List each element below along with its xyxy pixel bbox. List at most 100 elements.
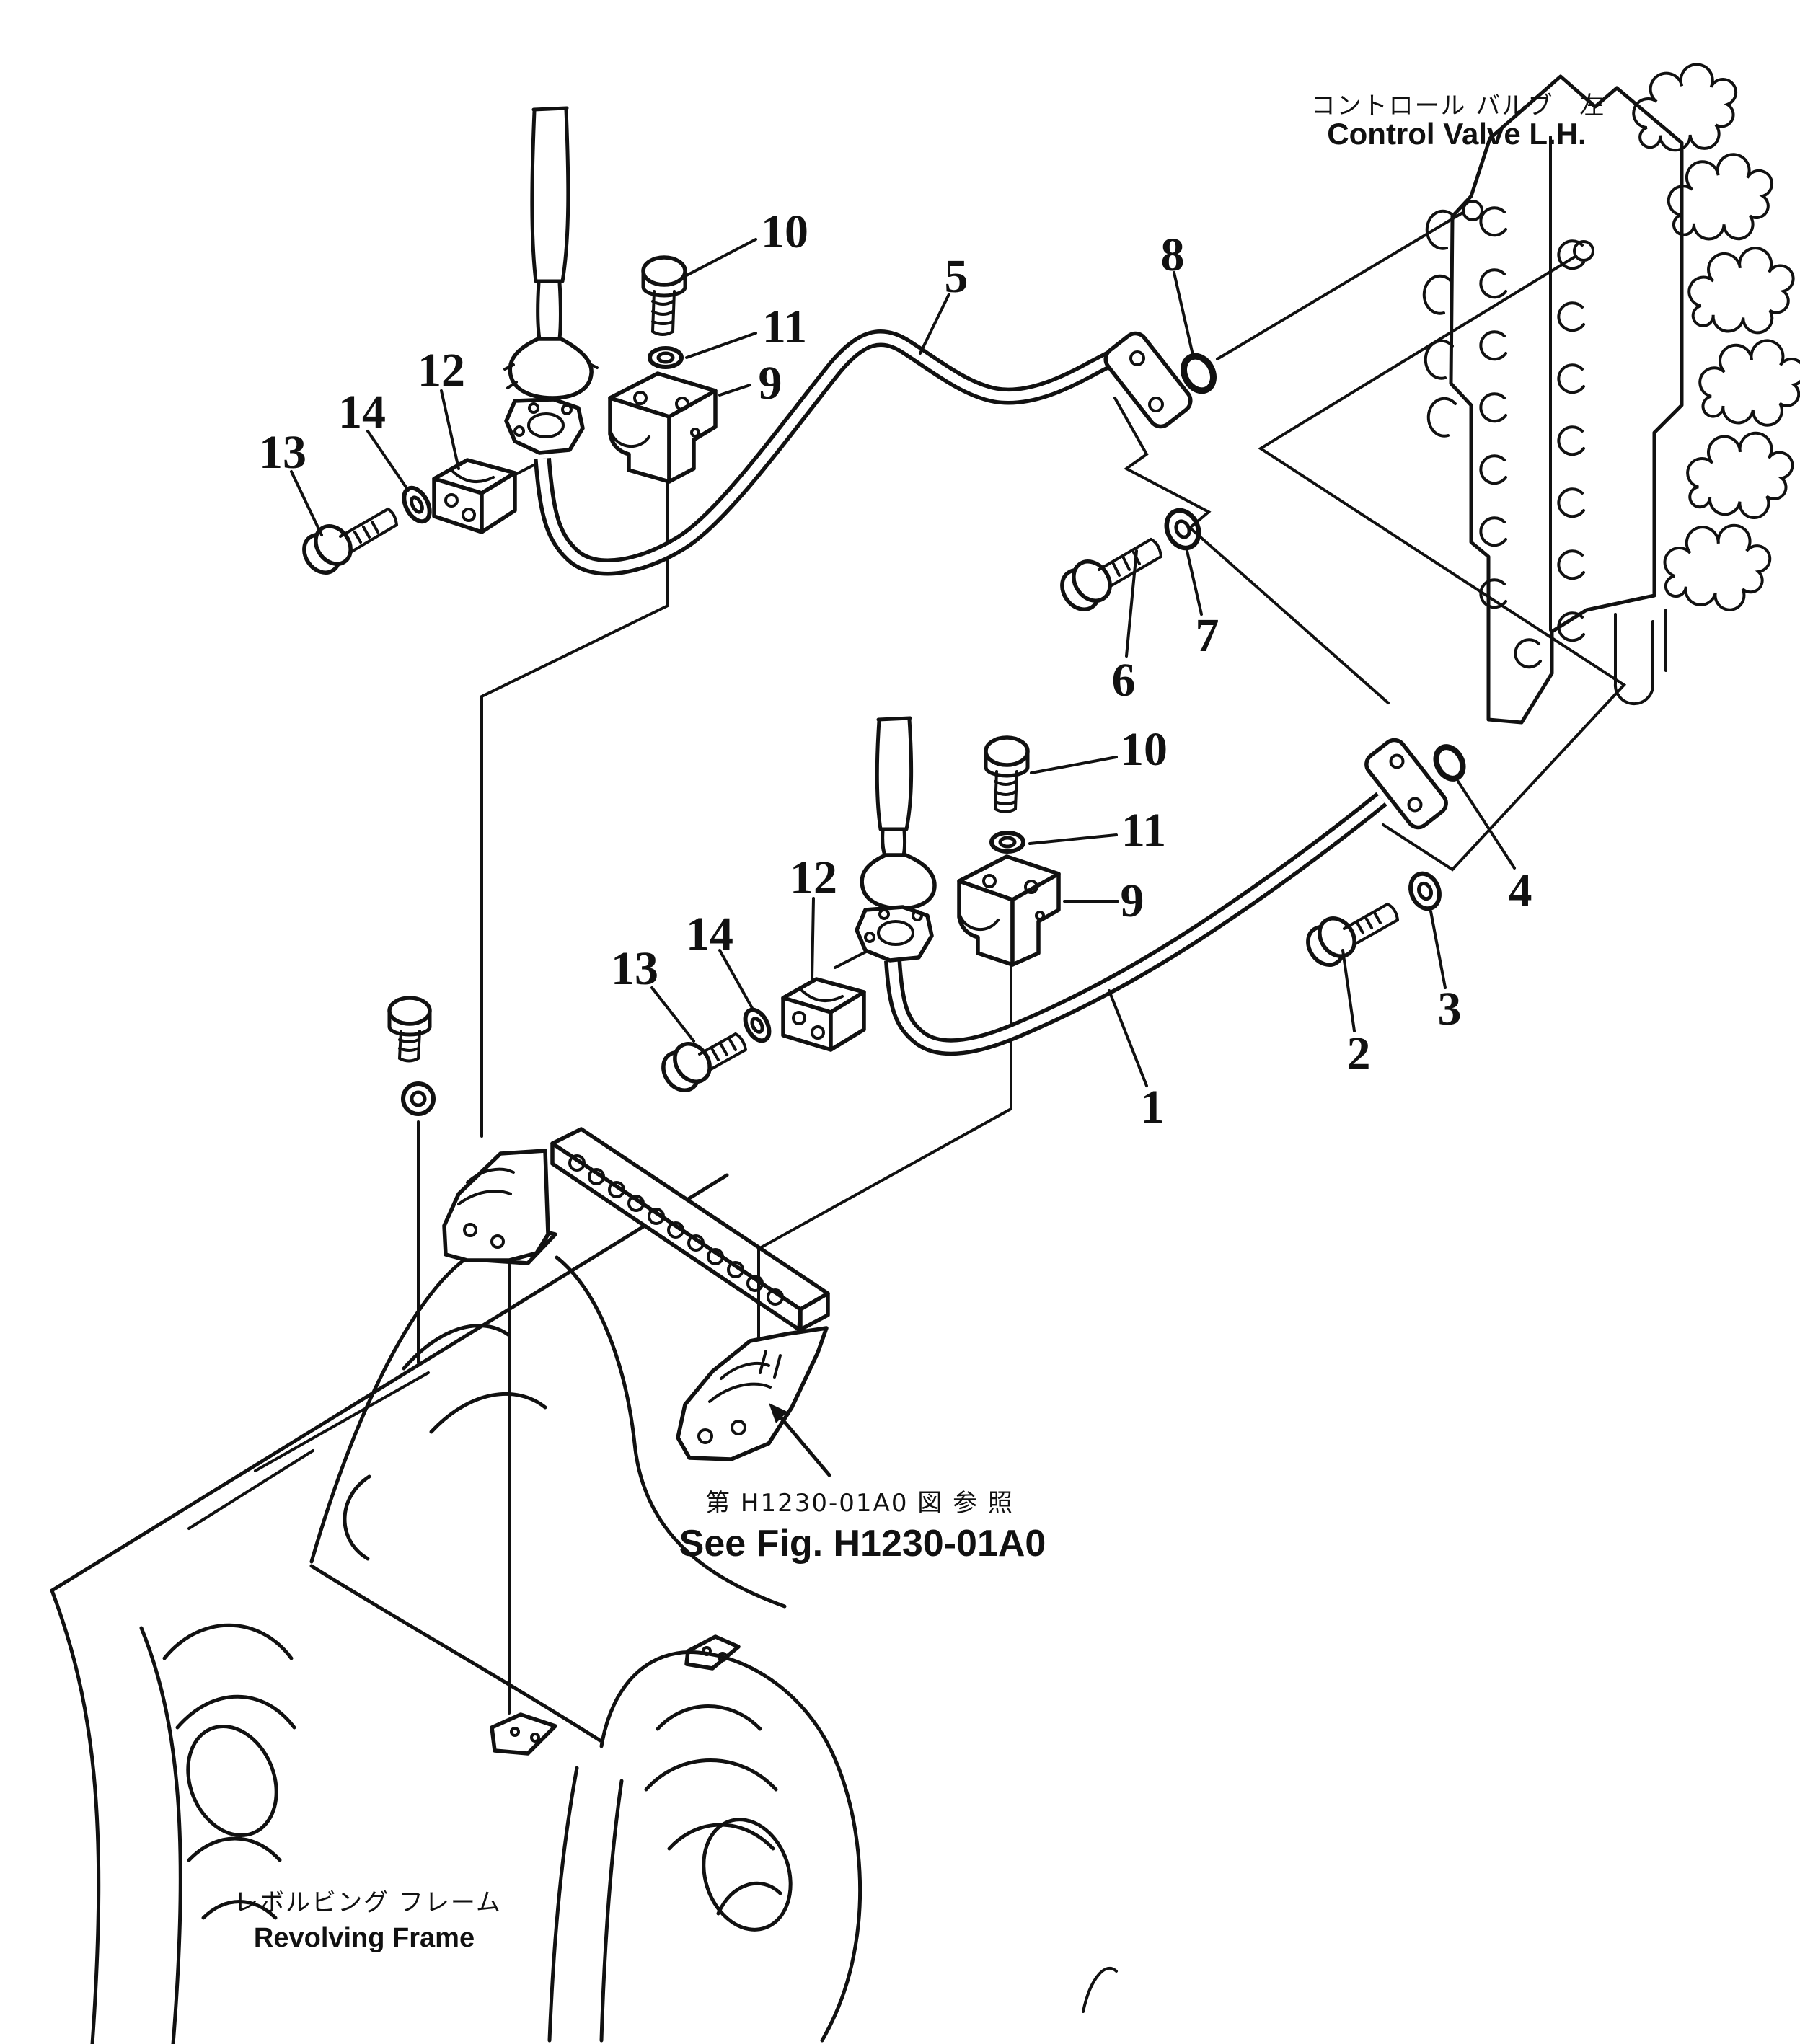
callout-leader: [685, 332, 757, 359]
callout-leader: [811, 897, 815, 981]
callout-number: 7: [1196, 609, 1219, 662]
see-fig-arrowhead: [769, 1403, 788, 1423]
callout-leader: [650, 986, 695, 1043]
bolt-13-lower: [661, 1032, 747, 1092]
valve-spool-clouds: [1621, 52, 1800, 617]
panel-step-upper: [1113, 397, 1390, 704]
callout-9: 9: [718, 357, 782, 410]
lower-assembly: [661, 716, 1466, 1092]
bolt-10-upper: [641, 255, 687, 336]
callout-1: 1: [1108, 989, 1165, 1133]
callout-13: 13: [611, 942, 695, 1043]
text-labels: コントロール バルブ 左 Control Valve L.H. 第 H1230-…: [234, 92, 1606, 1953]
washer-14-upper: [402, 485, 432, 524]
callout-leader: [440, 389, 460, 470]
panel-zigzag-right: [1258, 255, 1627, 872]
callout-leader: [1125, 549, 1138, 658]
mounting-bracket: [442, 1127, 831, 1477]
callout-leader: [1186, 549, 1203, 616]
callout-number: 8: [1161, 229, 1185, 281]
callout-leader: [366, 430, 410, 492]
callout-13: 13: [259, 426, 323, 536]
clamp-12-upper: [432, 458, 517, 534]
callout-number: 12: [418, 344, 465, 397]
callout-14: 14: [686, 908, 754, 1011]
clamp-12-lower: [781, 977, 866, 1052]
washer-11-lower: [989, 831, 1025, 854]
callout-12: 12: [418, 344, 465, 470]
control-valve-label-en: Control Valve L.H.: [1327, 117, 1586, 151]
callout-leader: [1108, 989, 1148, 1087]
callout-number: 14: [686, 908, 733, 960]
see-fig-label-en: See Fig. H1230-01A0: [679, 1523, 1046, 1565]
control-valve-label-jp: コントロール バルブ 左: [1311, 92, 1606, 120]
middle-hardware: [1060, 508, 1201, 611]
callout-5: 5: [919, 250, 969, 355]
callout-number: 9: [759, 357, 782, 410]
callout-number: 3: [1438, 983, 1462, 1035]
o-ring-4: [1433, 744, 1466, 782]
callout-leader: [685, 238, 757, 277]
callout-number: 5: [945, 250, 969, 303]
callout-2: 2: [1341, 949, 1371, 1080]
frame-pad: [490, 1712, 557, 1756]
valve-leader-upper: [1216, 211, 1465, 360]
bracket-right-foot: [676, 1326, 829, 1461]
o-ring-8: [1181, 353, 1217, 394]
callout-number: 9: [1121, 875, 1144, 927]
callout-number: 4: [1509, 864, 1532, 917]
bolt-2: [1306, 903, 1399, 967]
callout-leader: [1030, 756, 1118, 774]
see-fig-label-jp: 第 H1230-01A0 図 参 照: [705, 1489, 1014, 1518]
callout-number: 6: [1112, 654, 1136, 707]
callout-number: 2: [1347, 1027, 1371, 1080]
callout-number: 11: [762, 301, 807, 353]
callout-number: 1: [1141, 1081, 1165, 1133]
hose-tube-upper: [503, 106, 599, 455]
washer-14-lower: [743, 1007, 772, 1043]
callout-leader: [1457, 780, 1516, 870]
callout-leader: [1429, 910, 1447, 989]
pipes: [534, 329, 1388, 1056]
valve-port-lower: [1573, 240, 1594, 262]
callout-number: 12: [790, 851, 837, 904]
callout-number: 10: [761, 205, 808, 258]
control-valve-drawing: [1422, 52, 1800, 725]
callout-leader: [718, 384, 751, 397]
callout-leader: [718, 949, 754, 1011]
callout-9: 9: [1063, 875, 1144, 927]
block-9-lower: [957, 854, 1061, 967]
align-line-upper-block: [480, 482, 669, 1138]
bracket-holes: [568, 1154, 784, 1306]
callout-11: 11: [1028, 804, 1166, 857]
bolt-13-upper: [302, 508, 398, 575]
callout-number: 11: [1121, 804, 1166, 857]
revolving-frame-drawing: [50, 1173, 1118, 2044]
callout-10: 10: [1030, 723, 1168, 776]
valve-port-upper: [1462, 200, 1483, 221]
callout-7: 7: [1186, 549, 1219, 662]
callout-11: 11: [685, 301, 807, 359]
callout-leader: [1173, 271, 1194, 356]
flange-pipe5: [1103, 331, 1193, 429]
callout-10: 10: [685, 205, 808, 277]
bolt-10-lower: [984, 735, 1030, 813]
washer-3: [1408, 871, 1442, 911]
callout-8: 8: [1161, 229, 1194, 356]
callout-4: 4: [1457, 780, 1532, 917]
callout-3: 3: [1429, 910, 1462, 1035]
callout-6: 6: [1112, 549, 1138, 707]
callout-leader: [919, 293, 950, 355]
callout-leader: [1341, 949, 1356, 1032]
callout-number: 10: [1120, 723, 1168, 776]
callout-12: 12: [790, 851, 837, 981]
callout-14: 14: [338, 386, 410, 492]
callout-leader: [1028, 833, 1118, 845]
washer-11-upper: [648, 346, 684, 369]
flange-pipe1: [1364, 738, 1448, 830]
see-fig-arrow: [774, 1410, 831, 1477]
bolt-6: [1060, 538, 1162, 611]
